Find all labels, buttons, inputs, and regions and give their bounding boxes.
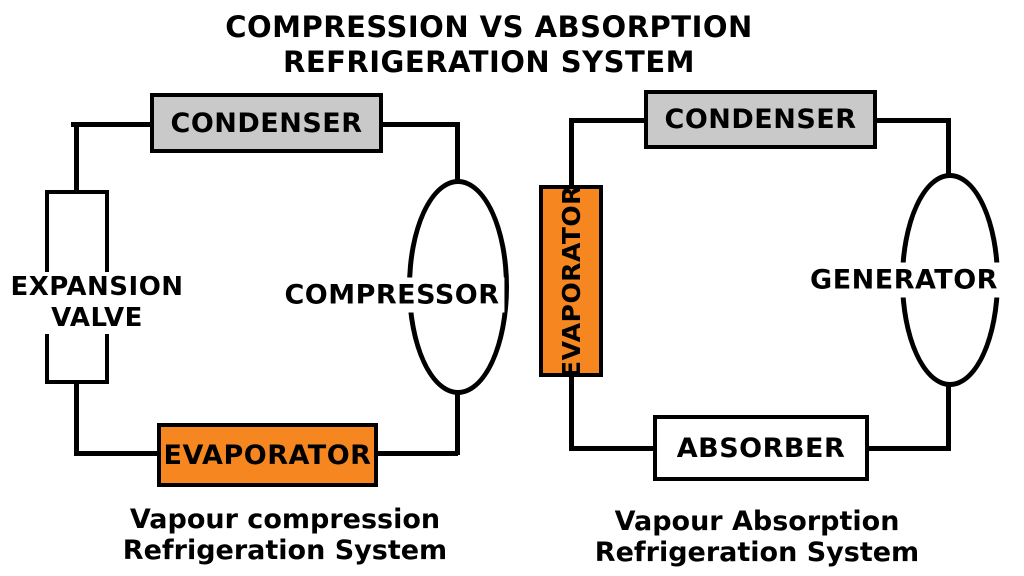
absorber-box: ABSORBER [653,415,869,481]
absorber-label: ABSORBER [676,432,846,464]
pipe-generator-to-absorber-h [867,446,951,451]
absorption-evaporator-box: EVAPORATOR [539,185,603,377]
expansion-valve-label: EXPANSION VALVE [4,272,190,334]
absorption-condenser-box: CONDENSER [644,90,877,149]
compression-evaporator-label: EVAPORATOR [163,439,372,471]
pipe-expansion-valve-to-evaporator-h [74,451,159,456]
pipe-condenser-to-expansion-valve-v [74,122,79,192]
compression-caption: Vapour compression Refrigeration System [123,504,447,566]
pipe-condenser-to-evaporator-h [569,118,644,123]
pipe-condenser-to-compressor-v [455,122,460,182]
compression-evaporator-box: EVAPORATOR [157,423,378,487]
diagram-title: COMPRESSION VS ABSORPTION REFRIGERATION … [225,10,753,80]
absorption-caption: Vapour Absorption Refrigeration System [595,506,919,568]
compression-caption-line2: Refrigeration System [122,535,448,566]
pipe-evaporator-to-absorber-h [569,446,654,451]
pipe-compressor-to-evaporator-h [376,451,458,456]
generator-label: GENERATOR [805,262,1003,298]
diagram-title-line1: COMPRESSION VS ABSORPTION [225,10,753,44]
pipe-condenser-to-expansion-valve-h [71,122,152,127]
compression-condenser-box: CONDENSER [150,93,383,153]
compression-caption-line1: Vapour compression [129,504,441,535]
pipe-condenser-to-generator-v [946,118,951,176]
absorption-condenser-label: CONDENSER [664,104,857,135]
pipe-condenser-to-evaporator-v [569,118,574,185]
pipe-generator-to-absorber-v [946,385,951,449]
pipe-expansion-valve-to-evaporator-v [74,382,79,456]
pipe-condenser-to-compressor-h [381,122,458,127]
pipe-compressor-to-evaporator-v [455,392,460,455]
compression-condenser-label: CONDENSER [170,107,363,139]
compressor-label: COMPRESSOR [279,277,505,313]
absorption-evaporator-label: EVAPORATOR [556,184,586,378]
pipe-evaporator-to-absorber-v [569,375,574,449]
absorption-caption-line2: Refrigeration System [594,537,920,568]
pipe-condenser-to-generator-h [875,118,950,123]
absorption-caption-line1: Vapour Absorption [614,506,900,537]
diagram-title-line2: REFRIGERATION SYSTEM [282,45,696,79]
